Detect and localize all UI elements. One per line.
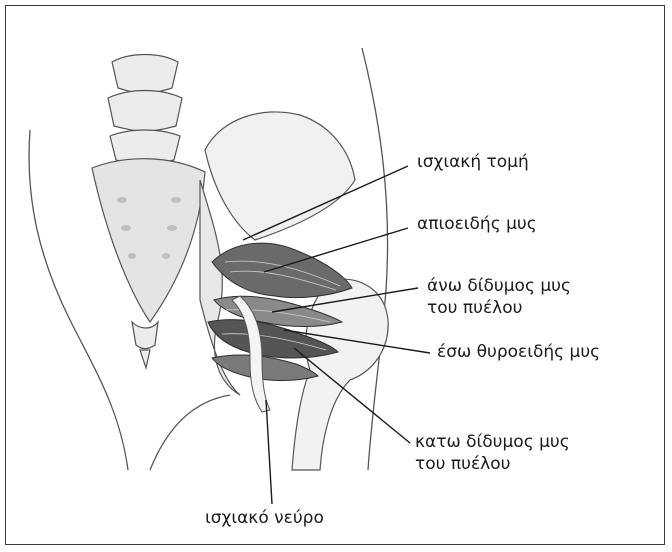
leader-sciatic-nerve [266, 400, 272, 504]
inferior-gemellus-muscle [212, 355, 318, 380]
label-piriformis: απιοειδής μυς [417, 214, 537, 235]
label-superior-gemellus-line1: άνω δίδυμος μυς [427, 276, 571, 297]
label-superior-gemellus-line2: του πυέλου [427, 298, 522, 319]
label-inferior-gemellus-line2: του πυέλου [415, 454, 510, 475]
spine-and-sacrum [92, 55, 205, 369]
label-sciatic-nerve: ισχιακό νεύρο [205, 508, 324, 529]
label-obturator-internus: έσω θυροειδής μυς [437, 342, 600, 363]
label-sciatic-notch: ισχιακή τομή [417, 152, 529, 173]
label-inferior-gemellus-line1: κατω δίδυμος μυς [415, 432, 570, 453]
